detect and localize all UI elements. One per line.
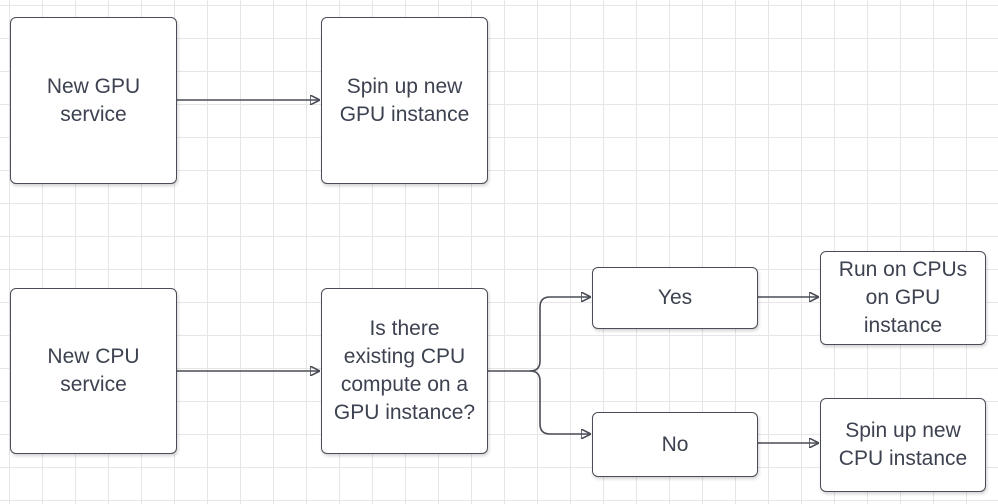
node-run-on-cpus-on-gpu-instance[interactable]: Run on CPUs on GPU instance (820, 251, 986, 345)
node-no[interactable]: No (592, 412, 758, 477)
node-new-gpu-service[interactable]: New GPU service (10, 17, 177, 184)
decision-node[interactable]: Is there existing CPU compute on a GPU i… (321, 288, 488, 454)
node-yes[interactable]: Yes (592, 267, 758, 329)
edge-decision-to-yes (487, 297, 590, 372)
node-spin-up-gpu-instance[interactable]: Spin up new GPU instance (321, 17, 488, 184)
node-spin-up-cpu-instance[interactable]: Spin up new CPU instance (820, 398, 986, 492)
edge-decision-to-no (529, 370, 590, 434)
node-new-cpu-service[interactable]: New CPU service (10, 288, 177, 454)
